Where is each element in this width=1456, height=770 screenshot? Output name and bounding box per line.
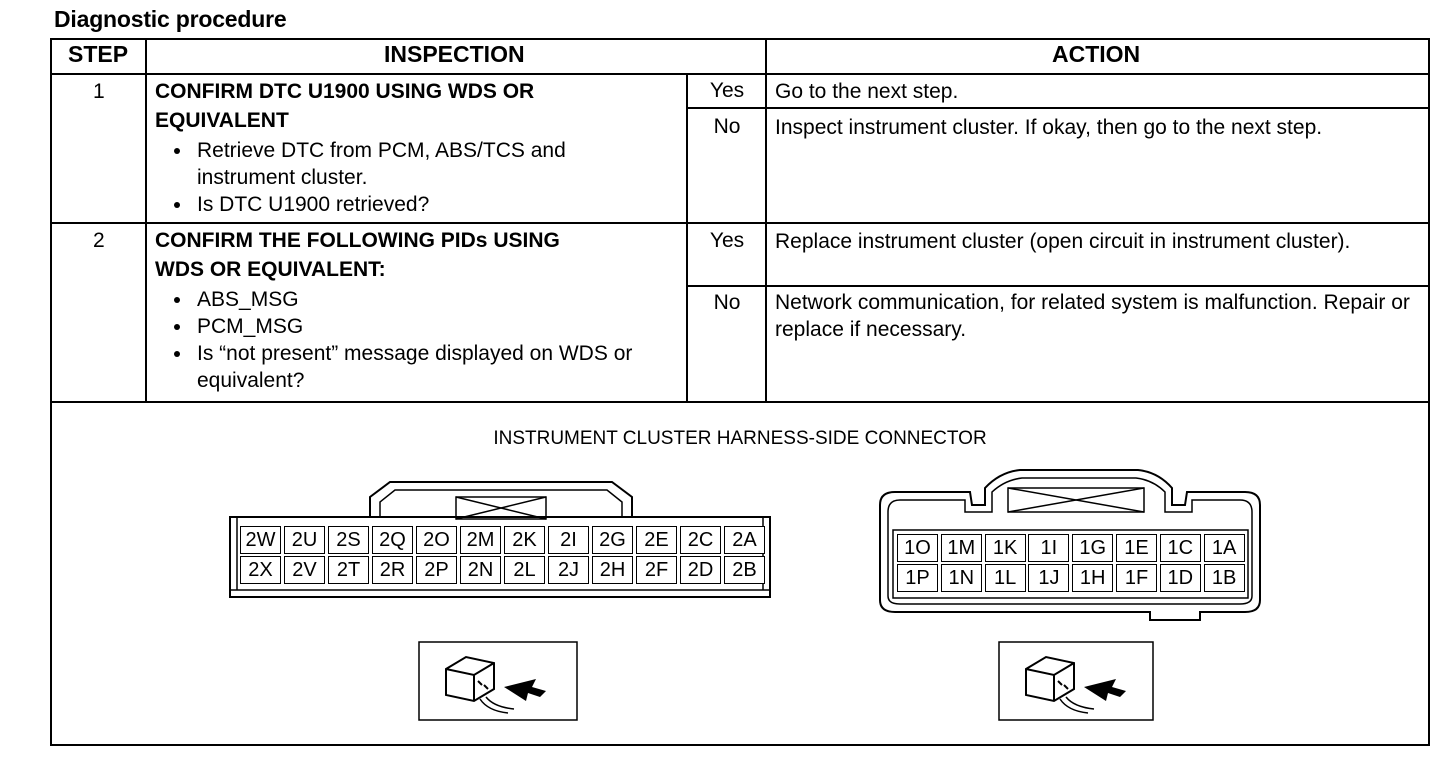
terminal-probe-icon-right — [998, 641, 1154, 721]
no-label: No — [713, 291, 741, 314]
no-action: Inspect instrument cluster. If okay, the… — [775, 116, 1323, 139]
connector-pin: 2N — [460, 556, 501, 584]
row-divider-step2-yes — [686, 285, 1430, 287]
no-label: No — [713, 115, 741, 138]
connector-pin: 1I — [1028, 534, 1070, 562]
yes-label: Yes — [709, 229, 745, 252]
yes-label: Yes — [709, 79, 745, 102]
col-divider-step — [145, 38, 147, 402]
inspection-title: EQUIVALENT — [155, 109, 289, 132]
connector-pin: 1P — [897, 564, 938, 592]
row-divider-header — [50, 73, 1430, 75]
connector-pin: 2W — [240, 526, 281, 554]
bullet-item: PCM_MSG — [193, 313, 680, 340]
connector-pin: 2O — [416, 526, 457, 554]
diagram-title: INSTRUMENT CLUSTER HARNESS-SIDE CONNECTO… — [493, 428, 987, 449]
inspection-bullets: ABS_MSG PCM_MSG Is “not present” message… — [155, 286, 680, 394]
inspection-title: WDS OR EQUIVALENT: — [155, 258, 386, 281]
col-divider-yesno — [686, 74, 688, 402]
inspection-cell: CONFIRM THE FOLLOWING PIDs USING WDS OR … — [155, 226, 680, 394]
connector-pin: 2E — [636, 526, 677, 554]
connector-pin: 1G — [1072, 534, 1114, 562]
connector-pin: 1C — [1159, 534, 1201, 562]
connector-pin: 2K — [504, 526, 545, 554]
connector-pin: 1D — [1159, 564, 1201, 592]
connector-pin: 1B — [1203, 564, 1245, 592]
inspection-cell: CONFIRM DTC U1900 USING WDS OR EQUIVALEN… — [155, 77, 680, 218]
connector-pin: 2S — [328, 526, 369, 554]
yes-action: Go to the next step. — [775, 80, 959, 103]
connector-pin: 2H — [592, 556, 633, 584]
connector-pin: 2F — [636, 556, 677, 584]
connector-pin: 2A — [724, 526, 765, 554]
connector-pin: 1M — [940, 534, 982, 562]
connector-pin: 1E — [1116, 534, 1157, 562]
connector-pin: 1O — [897, 534, 938, 562]
connector-pin: 1K — [984, 534, 1026, 562]
bullet-item: Is “not present” message displayed on WD… — [193, 340, 677, 394]
header-step: STEP — [68, 41, 129, 67]
page-title: Diagnostic procedure — [54, 6, 287, 32]
row-divider-step1-yes — [686, 107, 1430, 109]
connector-pin: 2R — [372, 556, 413, 584]
connector-pin: 2C — [680, 526, 721, 554]
bullet-item: ABS_MSG — [193, 286, 680, 313]
connector-pin: 2P — [416, 556, 457, 584]
connector-pin: 1F — [1116, 564, 1157, 592]
connector-pin: 2G — [592, 526, 633, 554]
connector-pin: 2V — [284, 556, 325, 584]
inspection-title: CONFIRM DTC U1900 USING WDS OR — [155, 80, 535, 103]
row-divider-step1 — [50, 222, 1430, 224]
terminal-probe-icon-left — [418, 641, 578, 721]
connector-pin: 2L — [504, 556, 545, 584]
connector-pin: 2T — [328, 556, 369, 584]
connector-pin: 1H — [1072, 564, 1114, 592]
no-action: Network communication, for related syste… — [775, 291, 1410, 341]
connector-pin: 2U — [284, 526, 325, 554]
inspection-bullets: Retrieve DTC from PCM, ABS/TCS and instr… — [155, 137, 680, 218]
connector-pin: 1J — [1028, 564, 1070, 592]
connector-pin: 2I — [548, 526, 589, 554]
connector-pin: 2Q — [372, 526, 413, 554]
row-divider-step2 — [50, 401, 1430, 403]
connector-pin: 2X — [240, 556, 281, 584]
header-inspection: INSPECTION — [384, 41, 525, 67]
inspection-title: CONFIRM THE FOLLOWING PIDs USING — [155, 229, 560, 252]
diagnostic-table — [50, 38, 1430, 746]
connector-pin: 1A — [1203, 534, 1245, 562]
col-divider-action — [765, 38, 767, 402]
connector-pin: 1N — [940, 564, 982, 592]
connector-pin: 2B — [724, 556, 765, 584]
yes-action: Replace instrument cluster (open circuit… — [775, 230, 1351, 253]
connector-pin: 2J — [548, 556, 589, 584]
bullet-item: Is DTC U1900 retrieved? — [193, 191, 680, 218]
bullet-item: Retrieve DTC from PCM, ABS/TCS and instr… — [193, 137, 637, 191]
header-action: ACTION — [1052, 41, 1141, 67]
connector-pin: 2D — [680, 556, 721, 584]
step-number: 2 — [93, 229, 105, 252]
step-number: 1 — [93, 80, 105, 103]
connector-pin: 1L — [984, 564, 1026, 592]
connector-pin: 2M — [460, 526, 501, 554]
